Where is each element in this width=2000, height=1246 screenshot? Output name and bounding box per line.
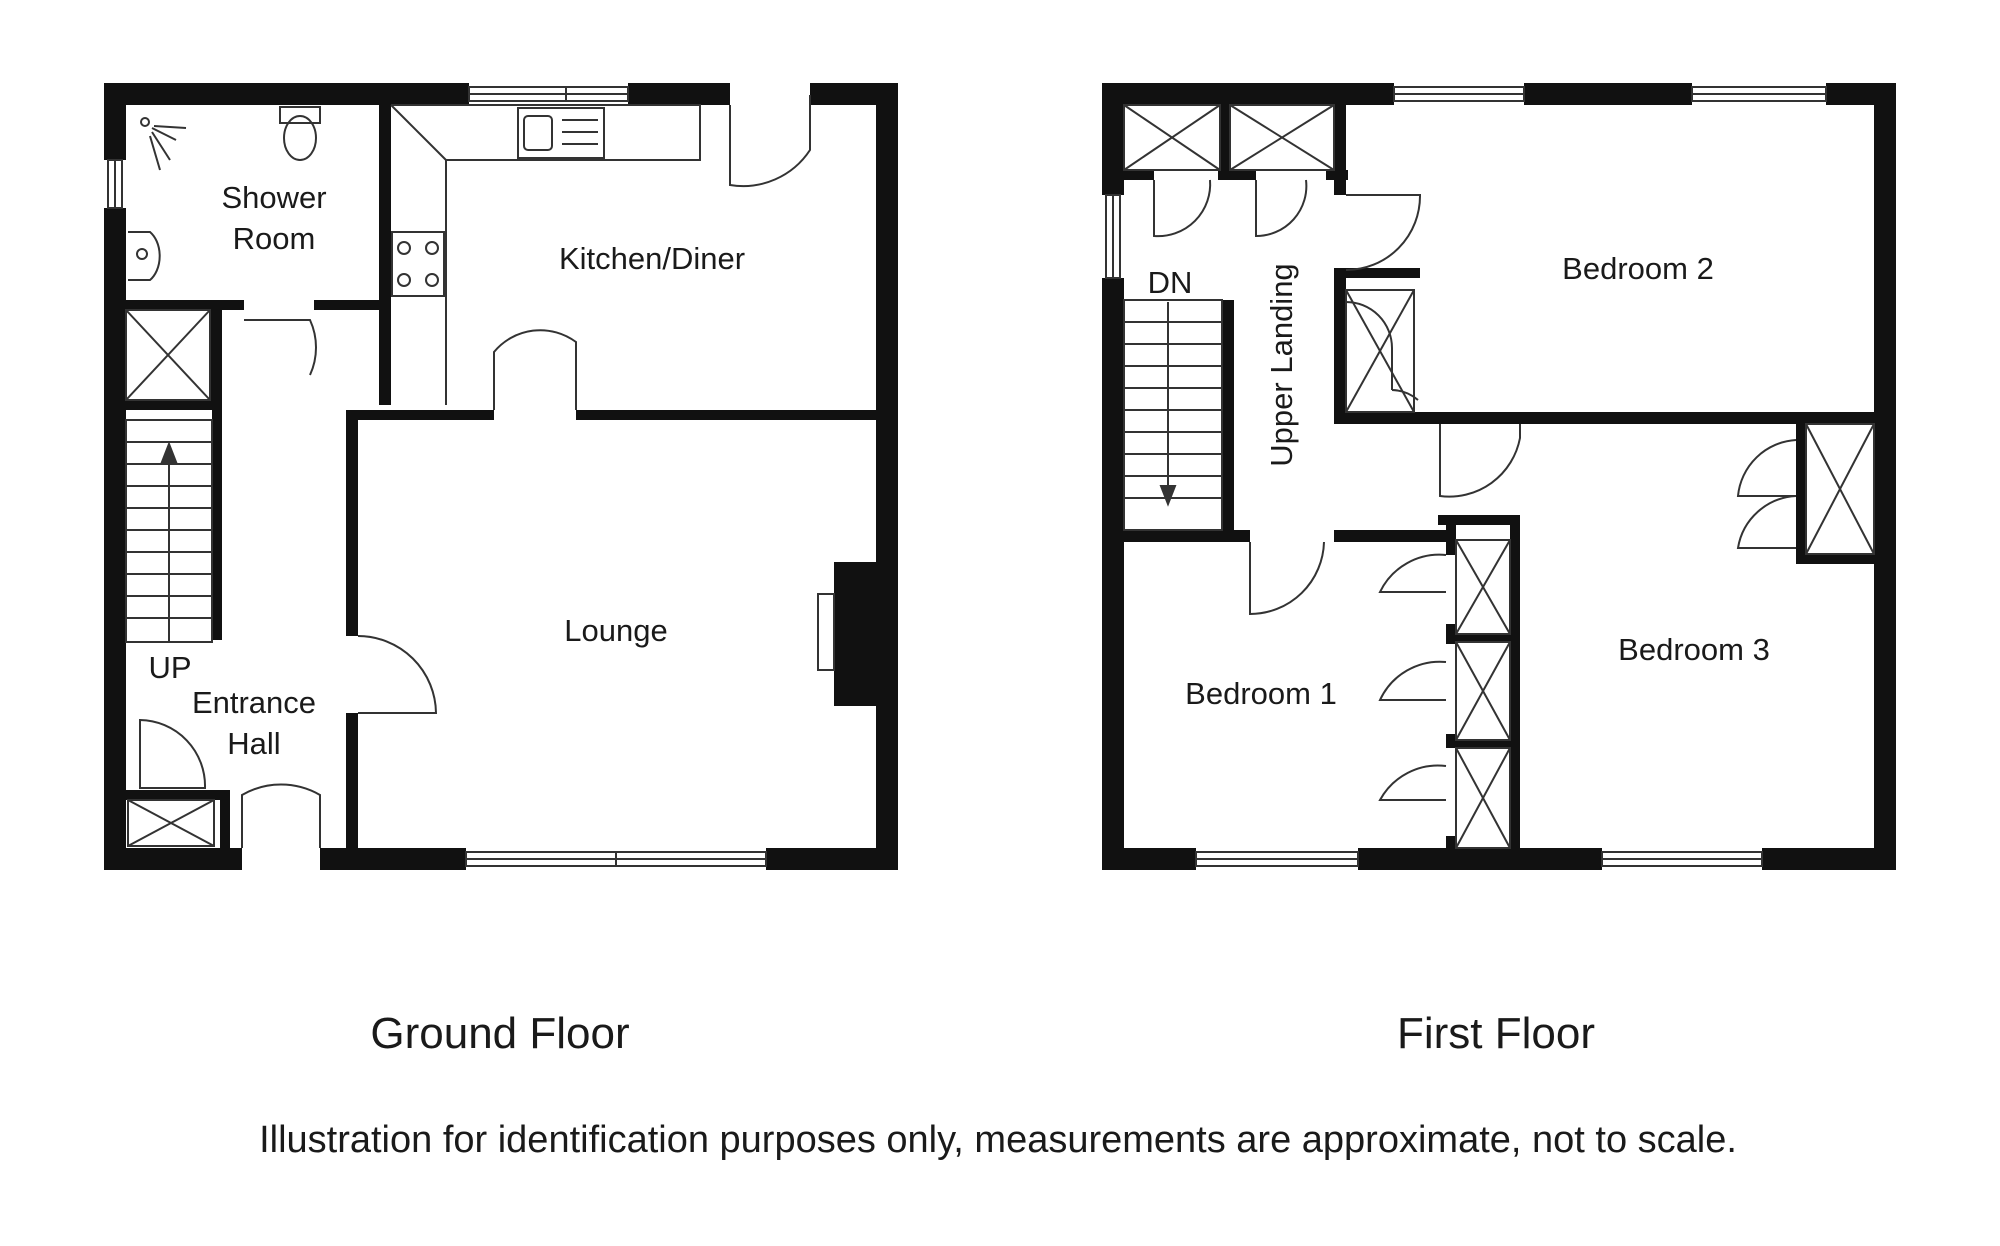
- first-floor-title: First Floor: [1397, 1009, 1595, 1058]
- disclaimer-note: Illustration for identification purposes…: [259, 1119, 1737, 1161]
- stairs-up-label: UP: [148, 650, 191, 685]
- ground-floor-interior-walls: [104, 105, 898, 870]
- ground-floor-windows: [107, 86, 767, 867]
- first-floor-cupboards: [1123, 104, 1875, 849]
- ground-floor-outer-walls: [104, 83, 898, 870]
- ground-floor-cupboards: [125, 309, 215, 847]
- ground-floor-room-labels: Shower Room Kitchen/Diner Lounge Entranc…: [148, 180, 745, 761]
- ground-floor-title: Ground Floor: [370, 1009, 629, 1058]
- shower-room-label-line1: Shower: [221, 180, 326, 215]
- ground-floor-plan: Shower Room Kitchen/Diner Lounge Entranc…: [104, 83, 898, 870]
- first-floor-room-labels: DN Upper Landing Bedroom 1 Bedroom 2 Bed…: [1148, 251, 1770, 711]
- first-floor-staircase: [1123, 299, 1223, 531]
- shower-room-fittings: [128, 106, 321, 281]
- first-floor-doors: [1153, 179, 1797, 801]
- shower-room-label-line2: Room: [233, 221, 316, 256]
- stairs-down-label: DN: [1148, 265, 1193, 300]
- first-floor-plan: DN Upper Landing Bedroom 1 Bedroom 2 Bed…: [1102, 83, 1896, 870]
- first-floor-interior-walls: [1124, 105, 1874, 870]
- first-floor-outer-walls: [1102, 83, 1896, 870]
- bedroom-1-label: Bedroom 1: [1185, 676, 1337, 711]
- entrance-hall-label-line2: Hall: [227, 726, 280, 761]
- bedroom-2-label: Bedroom 2: [1562, 251, 1714, 286]
- ground-floor-staircase: [125, 419, 213, 643]
- fireplace-hearth: [817, 593, 835, 671]
- bedroom-3-label: Bedroom 3: [1618, 632, 1770, 667]
- kitchen-units: [390, 104, 701, 405]
- first-floor-windows: [1105, 86, 1827, 867]
- kitchen-diner-label: Kitchen/Diner: [559, 241, 745, 276]
- upper-landing-label: Upper Landing: [1264, 263, 1299, 466]
- entrance-hall-label-line1: Entrance: [192, 685, 316, 720]
- lounge-label: Lounge: [564, 613, 667, 648]
- ground-floor-doors: [139, 95, 811, 848]
